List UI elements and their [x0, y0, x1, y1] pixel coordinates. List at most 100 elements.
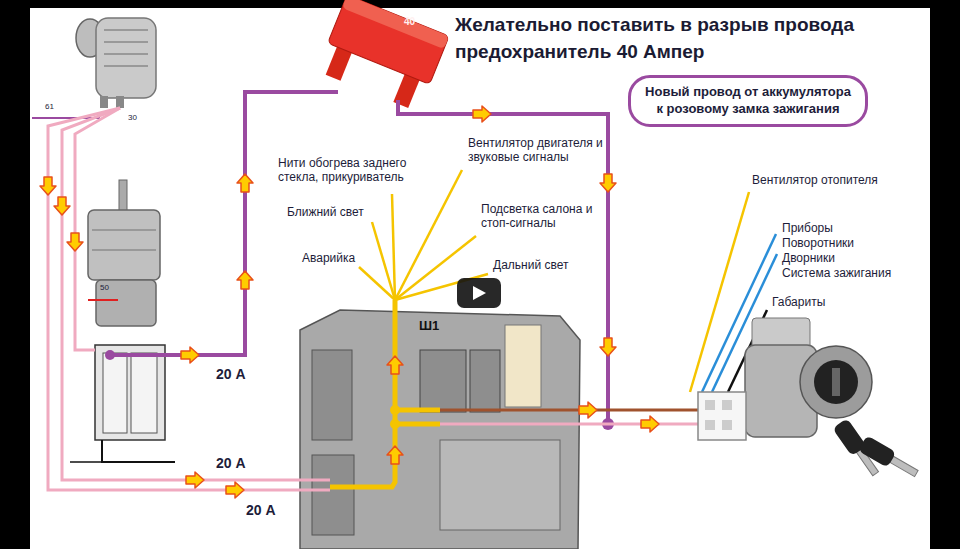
fuse-rating: 40 [404, 16, 415, 28]
wire-label: Габариты [772, 295, 825, 309]
flow-arrow [237, 174, 253, 192]
alternator-fin [104, 53, 148, 55]
flow-arrow [387, 356, 403, 374]
flow-arrow [226, 482, 244, 498]
leader-line [359, 267, 395, 300]
relay-inner [103, 353, 127, 433]
plug-hole [705, 420, 715, 430]
key [858, 435, 921, 482]
wire-label-text: Дворники [782, 251, 835, 265]
purple-wire [398, 100, 608, 424]
alternator-body [96, 18, 156, 98]
wire-label: Поворотники [782, 236, 854, 250]
ground-wire [70, 461, 102, 463]
starter-solenoid [96, 280, 156, 326]
terminal-number: 61 [45, 102, 54, 112]
wire-label: Дворники [782, 251, 835, 265]
ground-wire [102, 440, 175, 462]
wire-junction [105, 350, 115, 360]
starter-rib [92, 229, 156, 231]
wire-label-text: Система зажигания [782, 266, 891, 280]
wire-label-text: Вентилятор отопителя [752, 173, 878, 187]
fuse-top [342, 0, 449, 49]
wire-label: Ближний свет [287, 205, 364, 219]
flow-arrow [237, 271, 253, 289]
connector-name-text: Ш1 [419, 318, 439, 333]
lock-cylinder [800, 346, 872, 418]
flow-arrow [387, 446, 403, 464]
wire-label: Вентилятор двигателя и звуковые сигналы [468, 136, 604, 165]
leader-line [395, 170, 462, 300]
terminal-50-wire [88, 299, 118, 301]
wire-label-text: Приборы [782, 221, 833, 235]
wire-label-text: Поворотники [782, 236, 854, 250]
starter-body [88, 210, 160, 280]
starter-shaft [119, 180, 127, 212]
relay-inner [131, 353, 157, 433]
terminal-number-text: 30 [128, 113, 137, 122]
leader-line [690, 192, 749, 392]
plug-hole [722, 420, 732, 430]
wire-label: Вентилятор отопителя [752, 173, 878, 187]
wire-label: Система зажигания [782, 266, 891, 280]
flow-arrow [181, 347, 199, 363]
block-socket [420, 350, 466, 412]
flow-arrow [600, 174, 616, 192]
title-text: Желательно поставить в разрыв провода пр… [455, 14, 854, 62]
terminal-number: 30 [128, 113, 137, 123]
flow-arrow [186, 472, 204, 488]
key-blade [889, 456, 918, 477]
block-socket [470, 350, 500, 412]
yellow-wire [395, 422, 440, 427]
current-rating: 20 А [216, 366, 246, 383]
connector-name: Ш1 [419, 318, 439, 334]
wire-label-text: Дальний свет [493, 258, 568, 272]
note-text: Новый провод от аккумулятора к розовому … [645, 84, 851, 118]
title: Желательно поставить в разрыв провода пр… [455, 12, 925, 65]
wire-label: Подсветка салона и стоп-сигналы [481, 202, 595, 231]
alternator-fin [104, 41, 148, 43]
wire-junction [390, 419, 400, 429]
purple-wire [110, 92, 338, 355]
fuse-40a [316, 0, 449, 112]
flow-arrow [67, 233, 83, 251]
fuse-rating-text: 40 [404, 16, 415, 27]
flow-arrow [641, 416, 659, 432]
wire-junction [390, 405, 400, 415]
block-panel [440, 440, 560, 530]
play-triangle [473, 286, 486, 300]
play-button [457, 278, 501, 308]
lock-face [814, 360, 858, 404]
flow-arrow [600, 338, 616, 356]
terminal-number: 50 [100, 283, 109, 293]
yellow-trunk [330, 300, 395, 487]
note-box: Новый провод от аккумулятора к розовому … [628, 75, 868, 127]
relay-box [95, 345, 165, 440]
key-slot [832, 368, 840, 396]
plug-hole [722, 400, 732, 410]
white-ground [30, 8, 930, 549]
wire-label: Приборы [782, 221, 833, 235]
fuse-body [328, 0, 449, 84]
switch-plug [698, 392, 746, 440]
plug-hole [705, 400, 715, 410]
starter-rib [92, 249, 156, 251]
wire-label-text: Вентилятор двигателя и звуковые сигналы [468, 136, 603, 164]
flow-arrow [54, 197, 70, 215]
wire-label-text: Ближний свет [287, 205, 364, 219]
current-rating-text: 20 А [216, 366, 246, 382]
key-head [858, 435, 896, 468]
mounting-block [300, 310, 580, 549]
flow-arrow [579, 402, 597, 418]
wire-label-text: Подсветка салона и стоп-сигналы [481, 202, 592, 230]
wire-label: Нити обогрева заднего стекла, прикуриват… [278, 156, 418, 185]
current-rating: 20 А [216, 455, 246, 472]
wire-label-text: Нити обогрева заднего стекла, прикуриват… [278, 156, 406, 184]
pink-wire [75, 108, 120, 350]
current-rating-text: 20 А [246, 502, 276, 518]
current-rating: 20 А [246, 502, 276, 519]
leader-line [395, 274, 488, 300]
wire-label: Аварийка [302, 251, 355, 265]
flow-arrow [40, 177, 56, 195]
